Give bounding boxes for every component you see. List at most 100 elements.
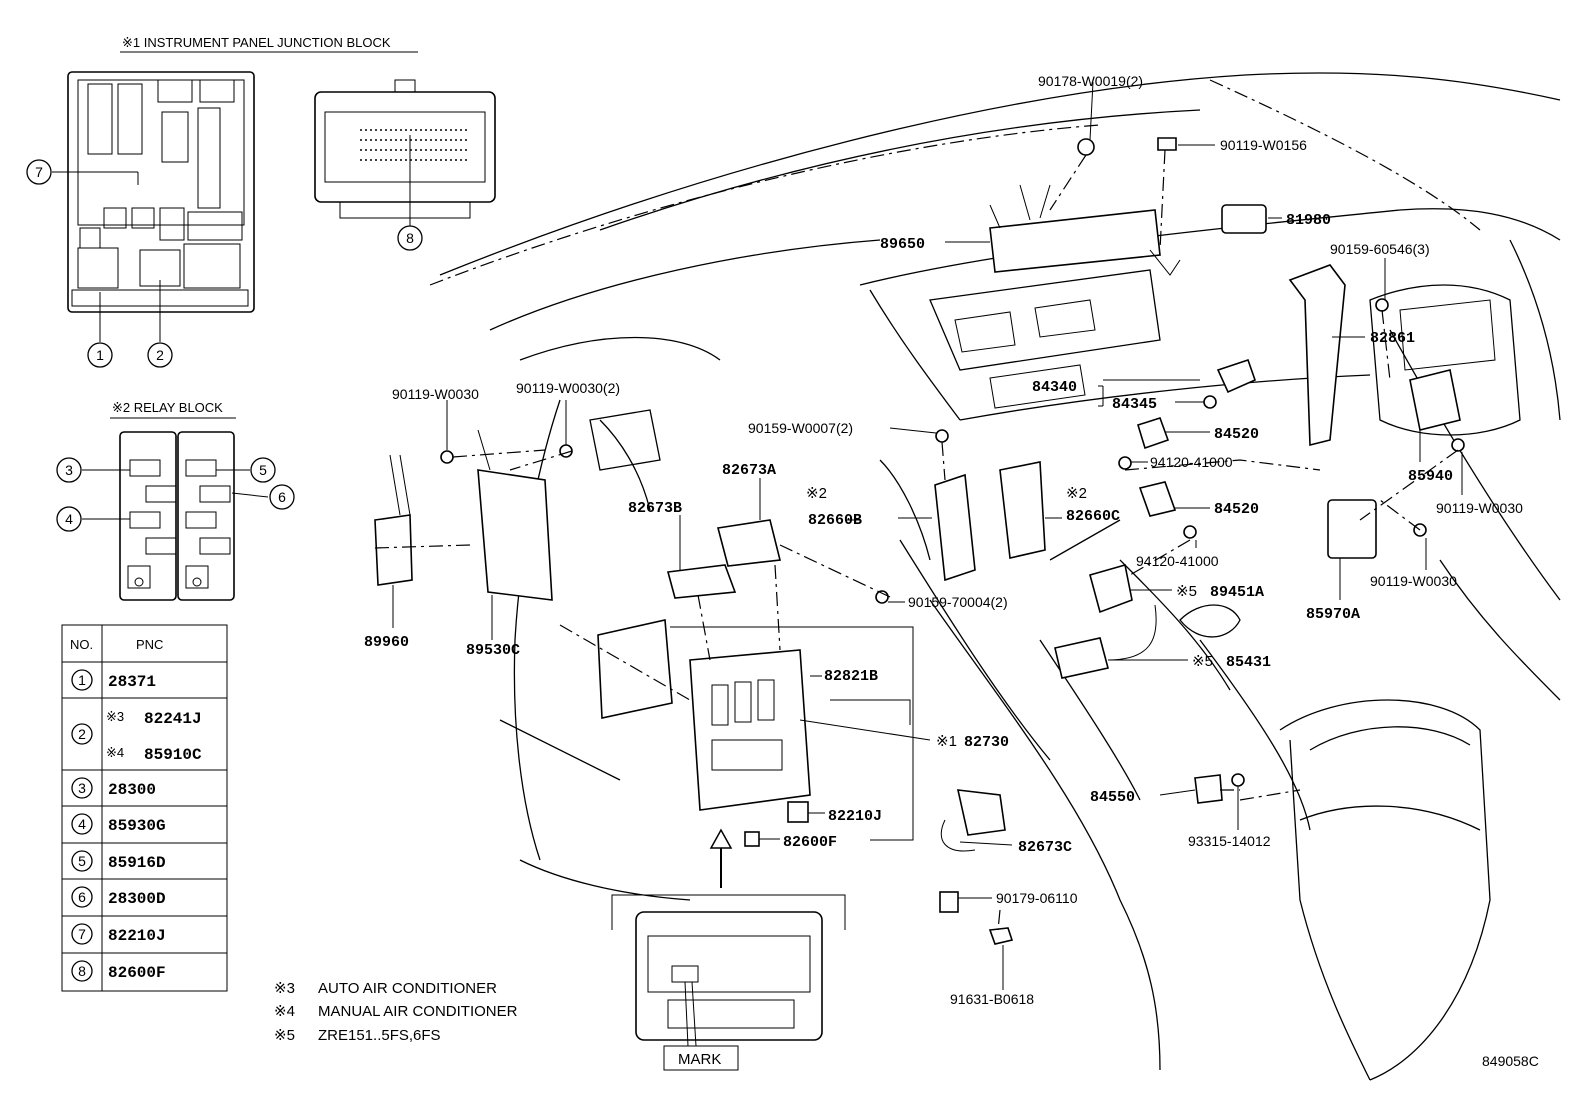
- callout-circles: 1 2 7 8 3 4 5 6: [26, 159, 423, 532]
- table-header-no: NO.: [70, 637, 93, 652]
- label-82673c: 82673C: [1018, 839, 1072, 856]
- table-row-no: 2: [78, 726, 86, 742]
- table-row-pnc: 82241J: [144, 710, 202, 728]
- callout-6: 6: [269, 484, 295, 510]
- label-90119-w0156: 90119-W0156: [1220, 137, 1307, 153]
- footnote-tag: ※4: [274, 1003, 295, 1020]
- label-82600f: 82600F: [783, 834, 837, 851]
- label-89960: 89960: [364, 634, 409, 651]
- junction-block-title: ※1 INSTRUMENT PANEL JUNCTION BLOCK: [122, 35, 391, 50]
- callout-7: 7: [26, 159, 52, 185]
- mark-arrow: [709, 828, 733, 888]
- callout-3: 3: [56, 457, 82, 483]
- dashboard-outline: [429, 72, 1561, 1081]
- label-82660c-tag: ※2: [1066, 485, 1087, 502]
- callout-5: 5: [250, 457, 276, 483]
- table-row-pnc: 85916D: [108, 854, 166, 872]
- label-91631-b0618: 91631-B0618: [950, 991, 1034, 1007]
- pnc-table: NO. PNC 1 28371 2 ※3 82241J ※4 85910C 3 …: [61, 624, 228, 992]
- label-82673a: 82673A: [722, 462, 776, 479]
- table-row-no: 8: [78, 963, 86, 979]
- label-84550: 84550: [1090, 789, 1135, 806]
- table-row-no: 5: [78, 853, 86, 869]
- mark-view: MARK: [611, 894, 846, 1071]
- label-90119-w0030-right-2: 90119-W0030: [1370, 573, 1457, 589]
- label-90119-w0030-right-1: 90119-W0030: [1436, 500, 1523, 516]
- label-84520-lower: 84520: [1214, 501, 1259, 518]
- footnote-text: AUTO AIR CONDITIONER: [318, 980, 497, 997]
- table-row-tag: ※3: [106, 709, 124, 724]
- label-85431: 85431: [1226, 654, 1271, 671]
- callout-number: 7: [35, 164, 43, 180]
- label-90159-w0007: 90159-W0007(2): [748, 420, 853, 436]
- table-row-no: 7: [78, 926, 86, 942]
- callout-number: 2: [156, 347, 164, 363]
- callout-number: 1: [96, 347, 104, 363]
- label-94120-41000-lower: 94120-41000: [1136, 553, 1219, 569]
- callout-1: 1: [87, 342, 113, 368]
- relay-block-title: ※2 RELAY BLOCK: [112, 400, 223, 415]
- label-85940: 85940: [1408, 468, 1453, 485]
- table-row-pnc: 28300D: [108, 890, 166, 908]
- label-84345: 84345: [1112, 396, 1157, 413]
- label-93315-14012: 93315-14012: [1188, 833, 1271, 849]
- label-89530c: 89530C: [466, 642, 520, 659]
- table-row-pnc: 82210J: [108, 927, 166, 945]
- label-84520-upper: 84520: [1214, 426, 1259, 443]
- part-labels: 90178-W0019(2) 90119-W0156 81980 89650 9…: [364, 73, 1539, 1069]
- label-82660b-tag: ※2: [806, 485, 827, 502]
- leader-lines: [52, 81, 1463, 990]
- callout-number: 5: [259, 462, 267, 478]
- label-90159-60546: 90159-60546(3): [1330, 241, 1430, 257]
- callout-number: 8: [406, 230, 414, 246]
- footnote-tag: ※3: [274, 980, 295, 997]
- reference-code: 849058C: [1482, 1053, 1539, 1069]
- callout-2: 2: [147, 342, 173, 368]
- table-header-pnc: PNC: [136, 637, 163, 652]
- footnote-text: ZRE151..5FS,6FS: [318, 1027, 441, 1044]
- label-82730-tag: ※1: [936, 733, 957, 750]
- table-row-pnc: 85910C: [144, 746, 202, 764]
- table-row-no: 1: [78, 672, 86, 688]
- label-82673b: 82673B: [628, 500, 682, 517]
- callout-8: 8: [397, 225, 423, 251]
- table-row-pnc: 28300: [108, 781, 156, 799]
- label-82861: 82861: [1370, 330, 1415, 347]
- callout-number: 3: [65, 462, 73, 478]
- junction-block-inset: ※1 INSTRUMENT PANEL JUNCTION BLOCK: [67, 35, 418, 313]
- part-shapes: [374, 137, 1465, 945]
- label-85970a: 85970A: [1306, 606, 1360, 623]
- table-row-tag: ※4: [106, 745, 124, 760]
- mark-label: MARK: [678, 1051, 721, 1068]
- label-82210j: 82210J: [828, 808, 882, 825]
- table-row-no: 4: [78, 816, 86, 832]
- table-row-pnc: 28371: [108, 673, 156, 691]
- callout-number: 4: [65, 511, 73, 527]
- footnotes: ※3 AUTO AIR CONDITIONER ※4 MANUAL AIR CO…: [274, 980, 518, 1044]
- label-82730: 82730: [964, 734, 1009, 751]
- label-89451a: 89451A: [1210, 584, 1264, 601]
- table-row-no: 6: [78, 889, 86, 905]
- label-90178-w0019: 90178-W0019(2): [1038, 73, 1143, 89]
- callout-4: 4: [56, 506, 82, 532]
- label-90159-70004: 90159-70004(2): [908, 594, 1008, 610]
- label-89451a-tag: ※5: [1176, 583, 1197, 600]
- label-94120-41000-upper: 94120-41000: [1150, 454, 1233, 470]
- label-81980: 81980: [1286, 212, 1331, 229]
- label-82660c: 82660C: [1066, 508, 1120, 525]
- footnote-tag: ※5: [274, 1027, 295, 1044]
- label-90179-06110: 90179-06110: [996, 890, 1078, 906]
- relay-block-inset: ※2 RELAY BLOCK: [110, 400, 236, 601]
- label-90119-w0030-left: 90119-W0030: [392, 386, 479, 402]
- label-89650: 89650: [880, 236, 925, 253]
- table-row-pnc: 85930G: [108, 817, 166, 835]
- table-row-pnc: 82600F: [108, 964, 166, 982]
- table-row-no: 3: [78, 780, 86, 796]
- label-82821b: 82821B: [824, 668, 878, 685]
- label-84340: 84340: [1032, 379, 1077, 396]
- label-85431-tag: ※5: [1192, 653, 1213, 670]
- label-90119-w0030-2: 90119-W0030(2): [516, 380, 620, 396]
- callout-number: 6: [278, 489, 286, 505]
- footnote-text: MANUAL AIR CONDITIONER: [318, 1003, 518, 1020]
